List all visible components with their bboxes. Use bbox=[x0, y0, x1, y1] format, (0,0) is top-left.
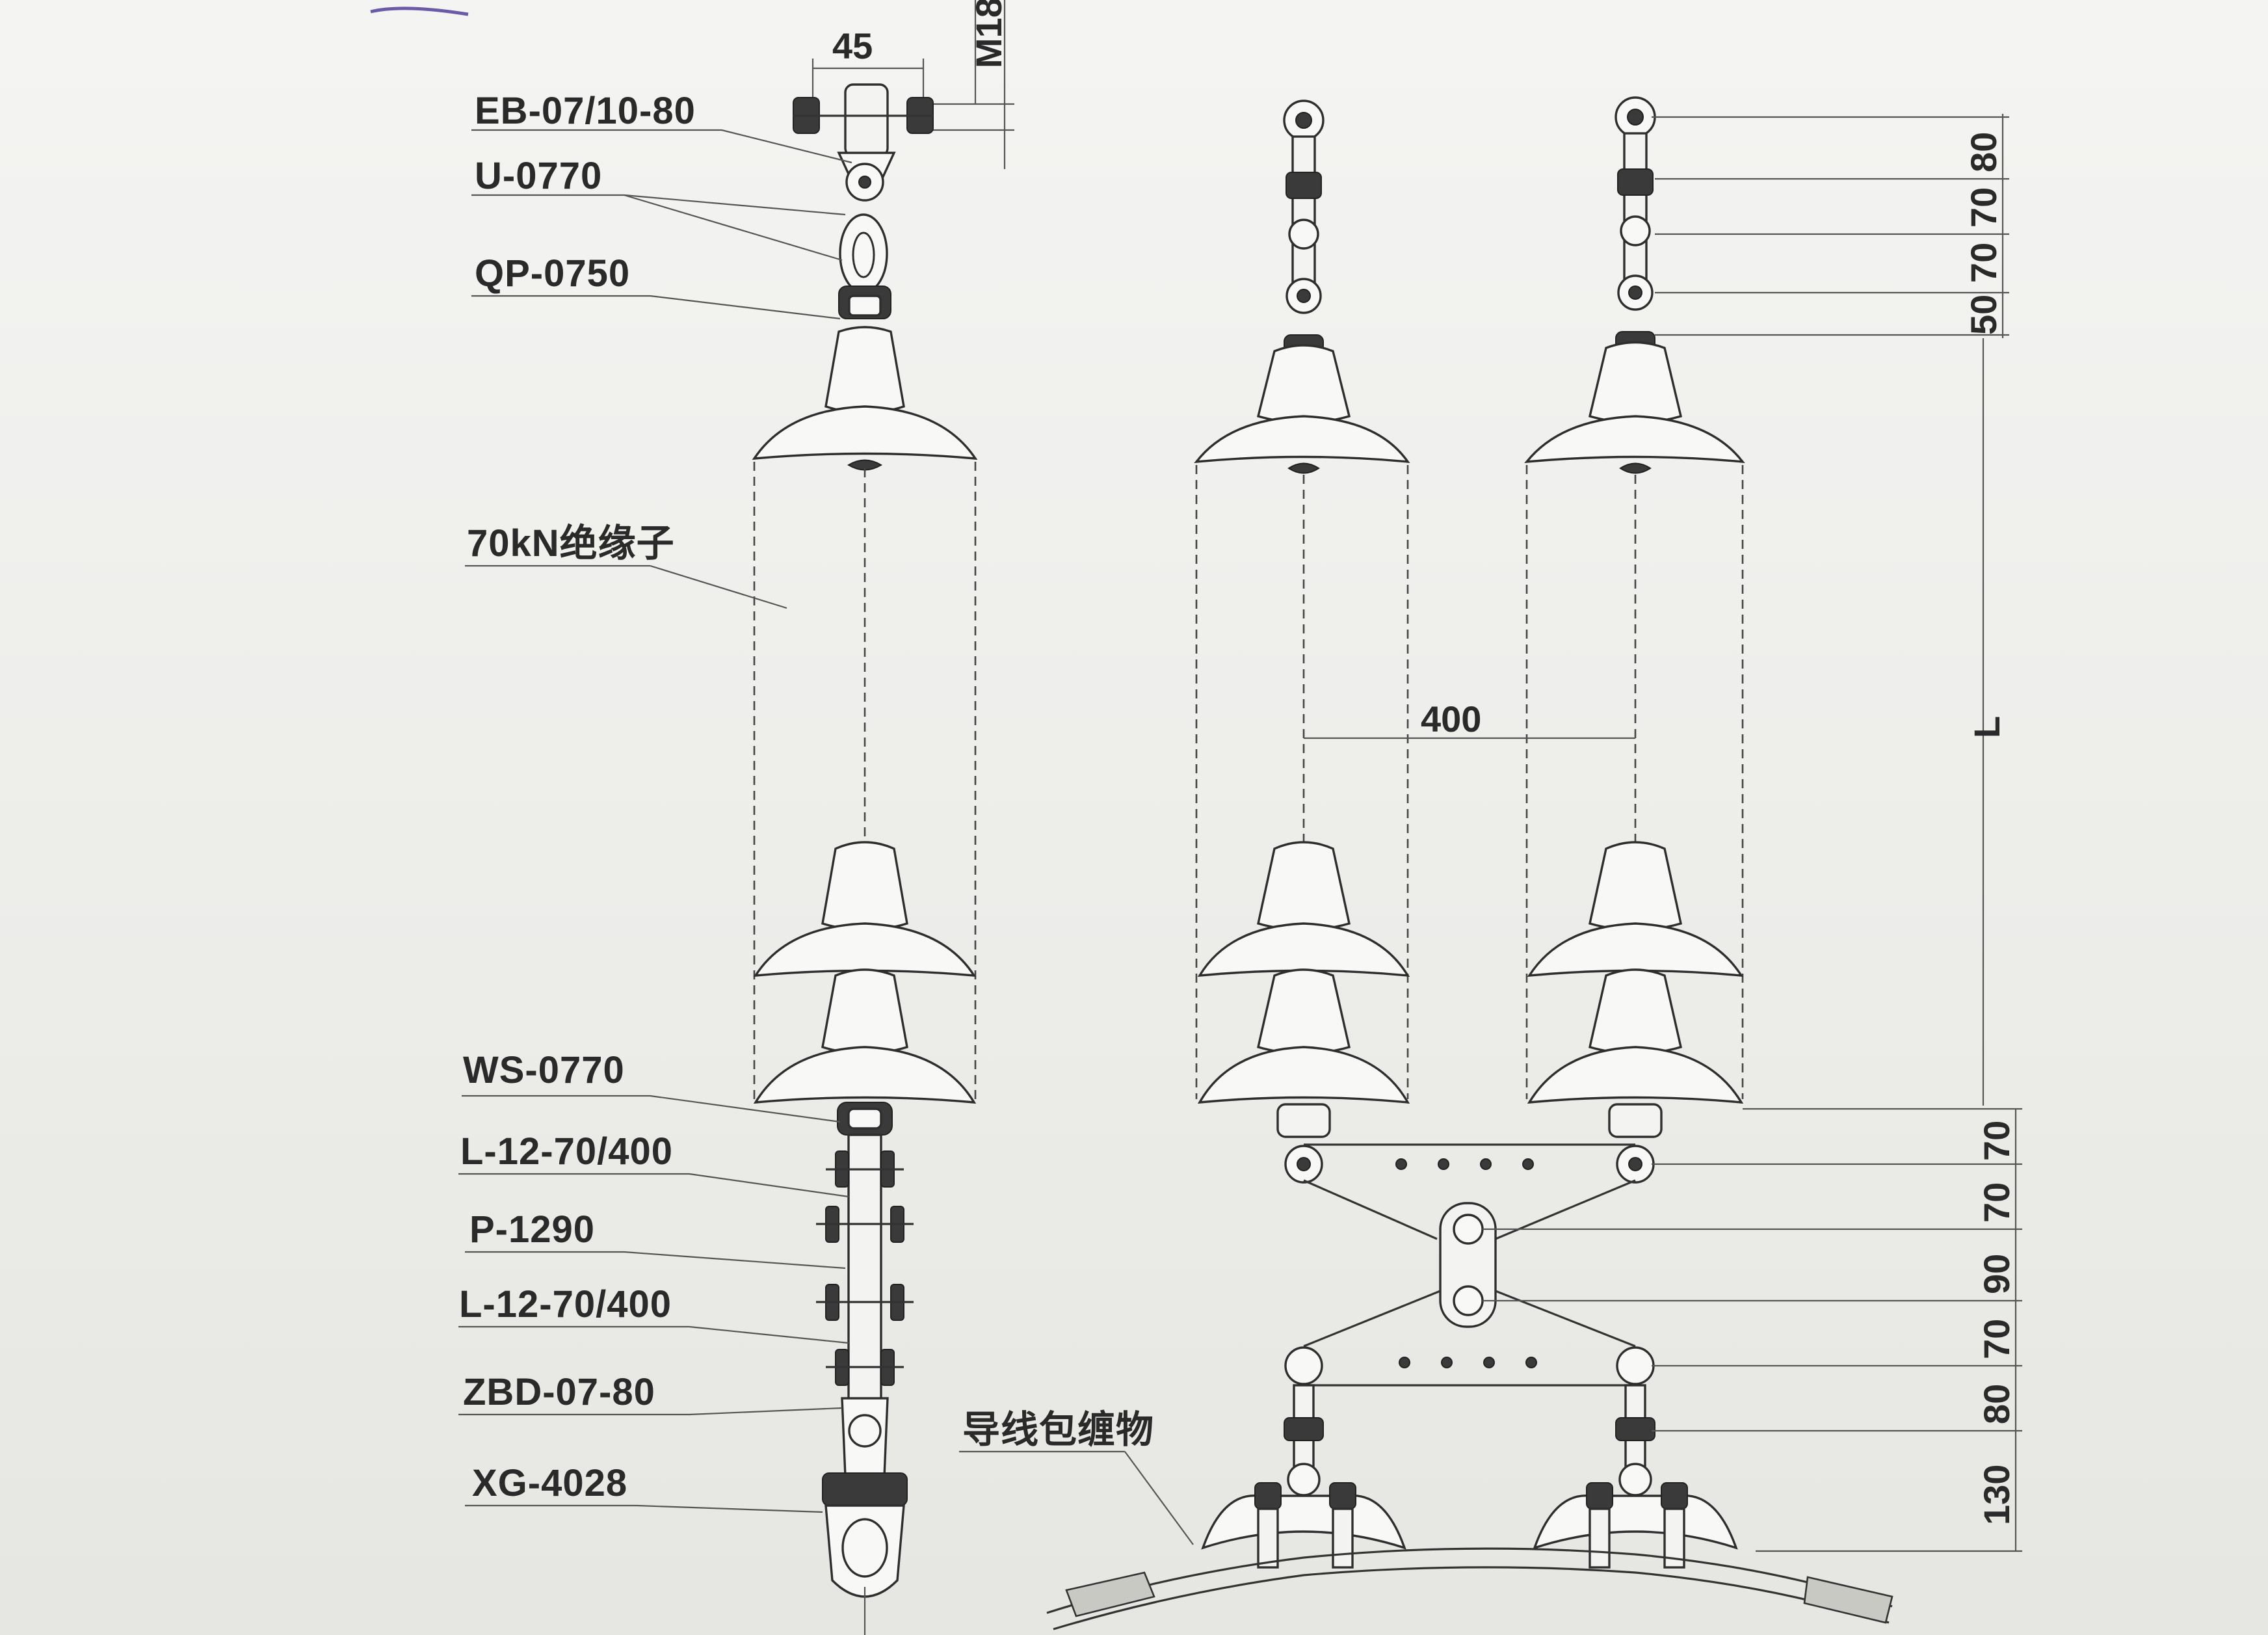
svg-text:130: 130 bbox=[1976, 1465, 2017, 1525]
xg-clamp-top bbox=[822, 1472, 908, 1506]
label-qp: QP-0750 bbox=[475, 252, 630, 295]
zbd-pin bbox=[848, 1414, 882, 1448]
svg-text:70: 70 bbox=[1976, 1182, 2017, 1223]
label-xg: XG-4028 bbox=[472, 1462, 627, 1504]
single-string-assembly: 45 M18 bbox=[752, 0, 1014, 1635]
label-ws: WS-0770 bbox=[463, 1049, 625, 1091]
dim-m18-label: M18 bbox=[968, 0, 1009, 68]
insulator-3-cap bbox=[821, 968, 908, 1055]
svg-text:70: 70 bbox=[1963, 243, 2004, 283]
svg-text:70: 70 bbox=[1976, 1319, 2017, 1359]
label-eb: EB-07/10-80 bbox=[475, 90, 696, 132]
svg-text:50: 50 bbox=[1963, 295, 2004, 335]
link-plate-stack bbox=[847, 1134, 882, 1422]
insulator-3-shed bbox=[753, 1046, 977, 1104]
u-ring-inner bbox=[852, 232, 875, 278]
label-p: P-1290 bbox=[469, 1208, 595, 1251]
svg-text:80: 80 bbox=[1976, 1384, 2017, 1424]
dim-bottom-values: 70 70 90 70 80 130 bbox=[1976, 1121, 2017, 1525]
link-bolts bbox=[816, 1150, 914, 1386]
conductor-top bbox=[1046, 1547, 1893, 1614]
dim-L-label: L bbox=[1966, 716, 2007, 738]
svg-text:80: 80 bbox=[1963, 132, 2004, 172]
lower-yoke-holes bbox=[1399, 1357, 1537, 1368]
label-insulator: 70kN绝缘子 bbox=[467, 522, 675, 565]
left-callouts: EB-07/10-80 U-0770 QP-0750 70kN绝缘子 WS-07… bbox=[458, 90, 852, 1513]
dim-400-label: 400 bbox=[1421, 698, 1481, 739]
label-wrap: 导线包缠物 bbox=[962, 1409, 1154, 1451]
ws-socket-inner bbox=[847, 1108, 882, 1130]
string-right bbox=[1524, 96, 1745, 1184]
stray-mark bbox=[370, 7, 469, 16]
suspension-clamp-right bbox=[1533, 1495, 1738, 1550]
right-dimension-chain: 80 70 70 50 L 70 70 90 70 80 130 bbox=[1483, 114, 2022, 1552]
label-zbd: ZBD-07-80 bbox=[463, 1371, 655, 1413]
armor-wrap-right bbox=[1803, 1576, 1893, 1624]
suspension-clamp-left bbox=[1201, 1495, 1406, 1550]
svg-text:90: 90 bbox=[1976, 1254, 2017, 1294]
label-l1: L-12-70/400 bbox=[460, 1130, 673, 1173]
conductor-bottom bbox=[1053, 1566, 1890, 1630]
insulator-2-cap bbox=[821, 841, 908, 931]
insulator-1-cap bbox=[824, 326, 905, 414]
u-ring-loop bbox=[839, 213, 888, 294]
insulator-1-pin bbox=[847, 459, 882, 471]
label-u: U-0770 bbox=[475, 155, 602, 197]
upper-yoke-holes bbox=[1395, 1158, 1534, 1170]
eb-clevis-body bbox=[844, 83, 889, 157]
u-ring-center bbox=[858, 176, 871, 189]
armor-wrap-left bbox=[1065, 1571, 1155, 1617]
double-string-assembly: 400 bbox=[959, 96, 1893, 1630]
xg-clamp-eye bbox=[841, 1518, 888, 1578]
string-left bbox=[1194, 100, 1410, 1184]
dim-45-label: 45 bbox=[832, 25, 873, 66]
insulator-2-shed bbox=[753, 922, 977, 977]
svg-text:70: 70 bbox=[1963, 187, 2004, 228]
svg-text:70: 70 bbox=[1976, 1121, 2017, 1161]
insulator-1-shed bbox=[752, 405, 978, 460]
dim-top-values: 80 70 70 50 bbox=[1963, 132, 2004, 335]
label-l2: L-12-70/400 bbox=[459, 1283, 672, 1325]
qp-ball-eye-inner bbox=[848, 295, 882, 317]
